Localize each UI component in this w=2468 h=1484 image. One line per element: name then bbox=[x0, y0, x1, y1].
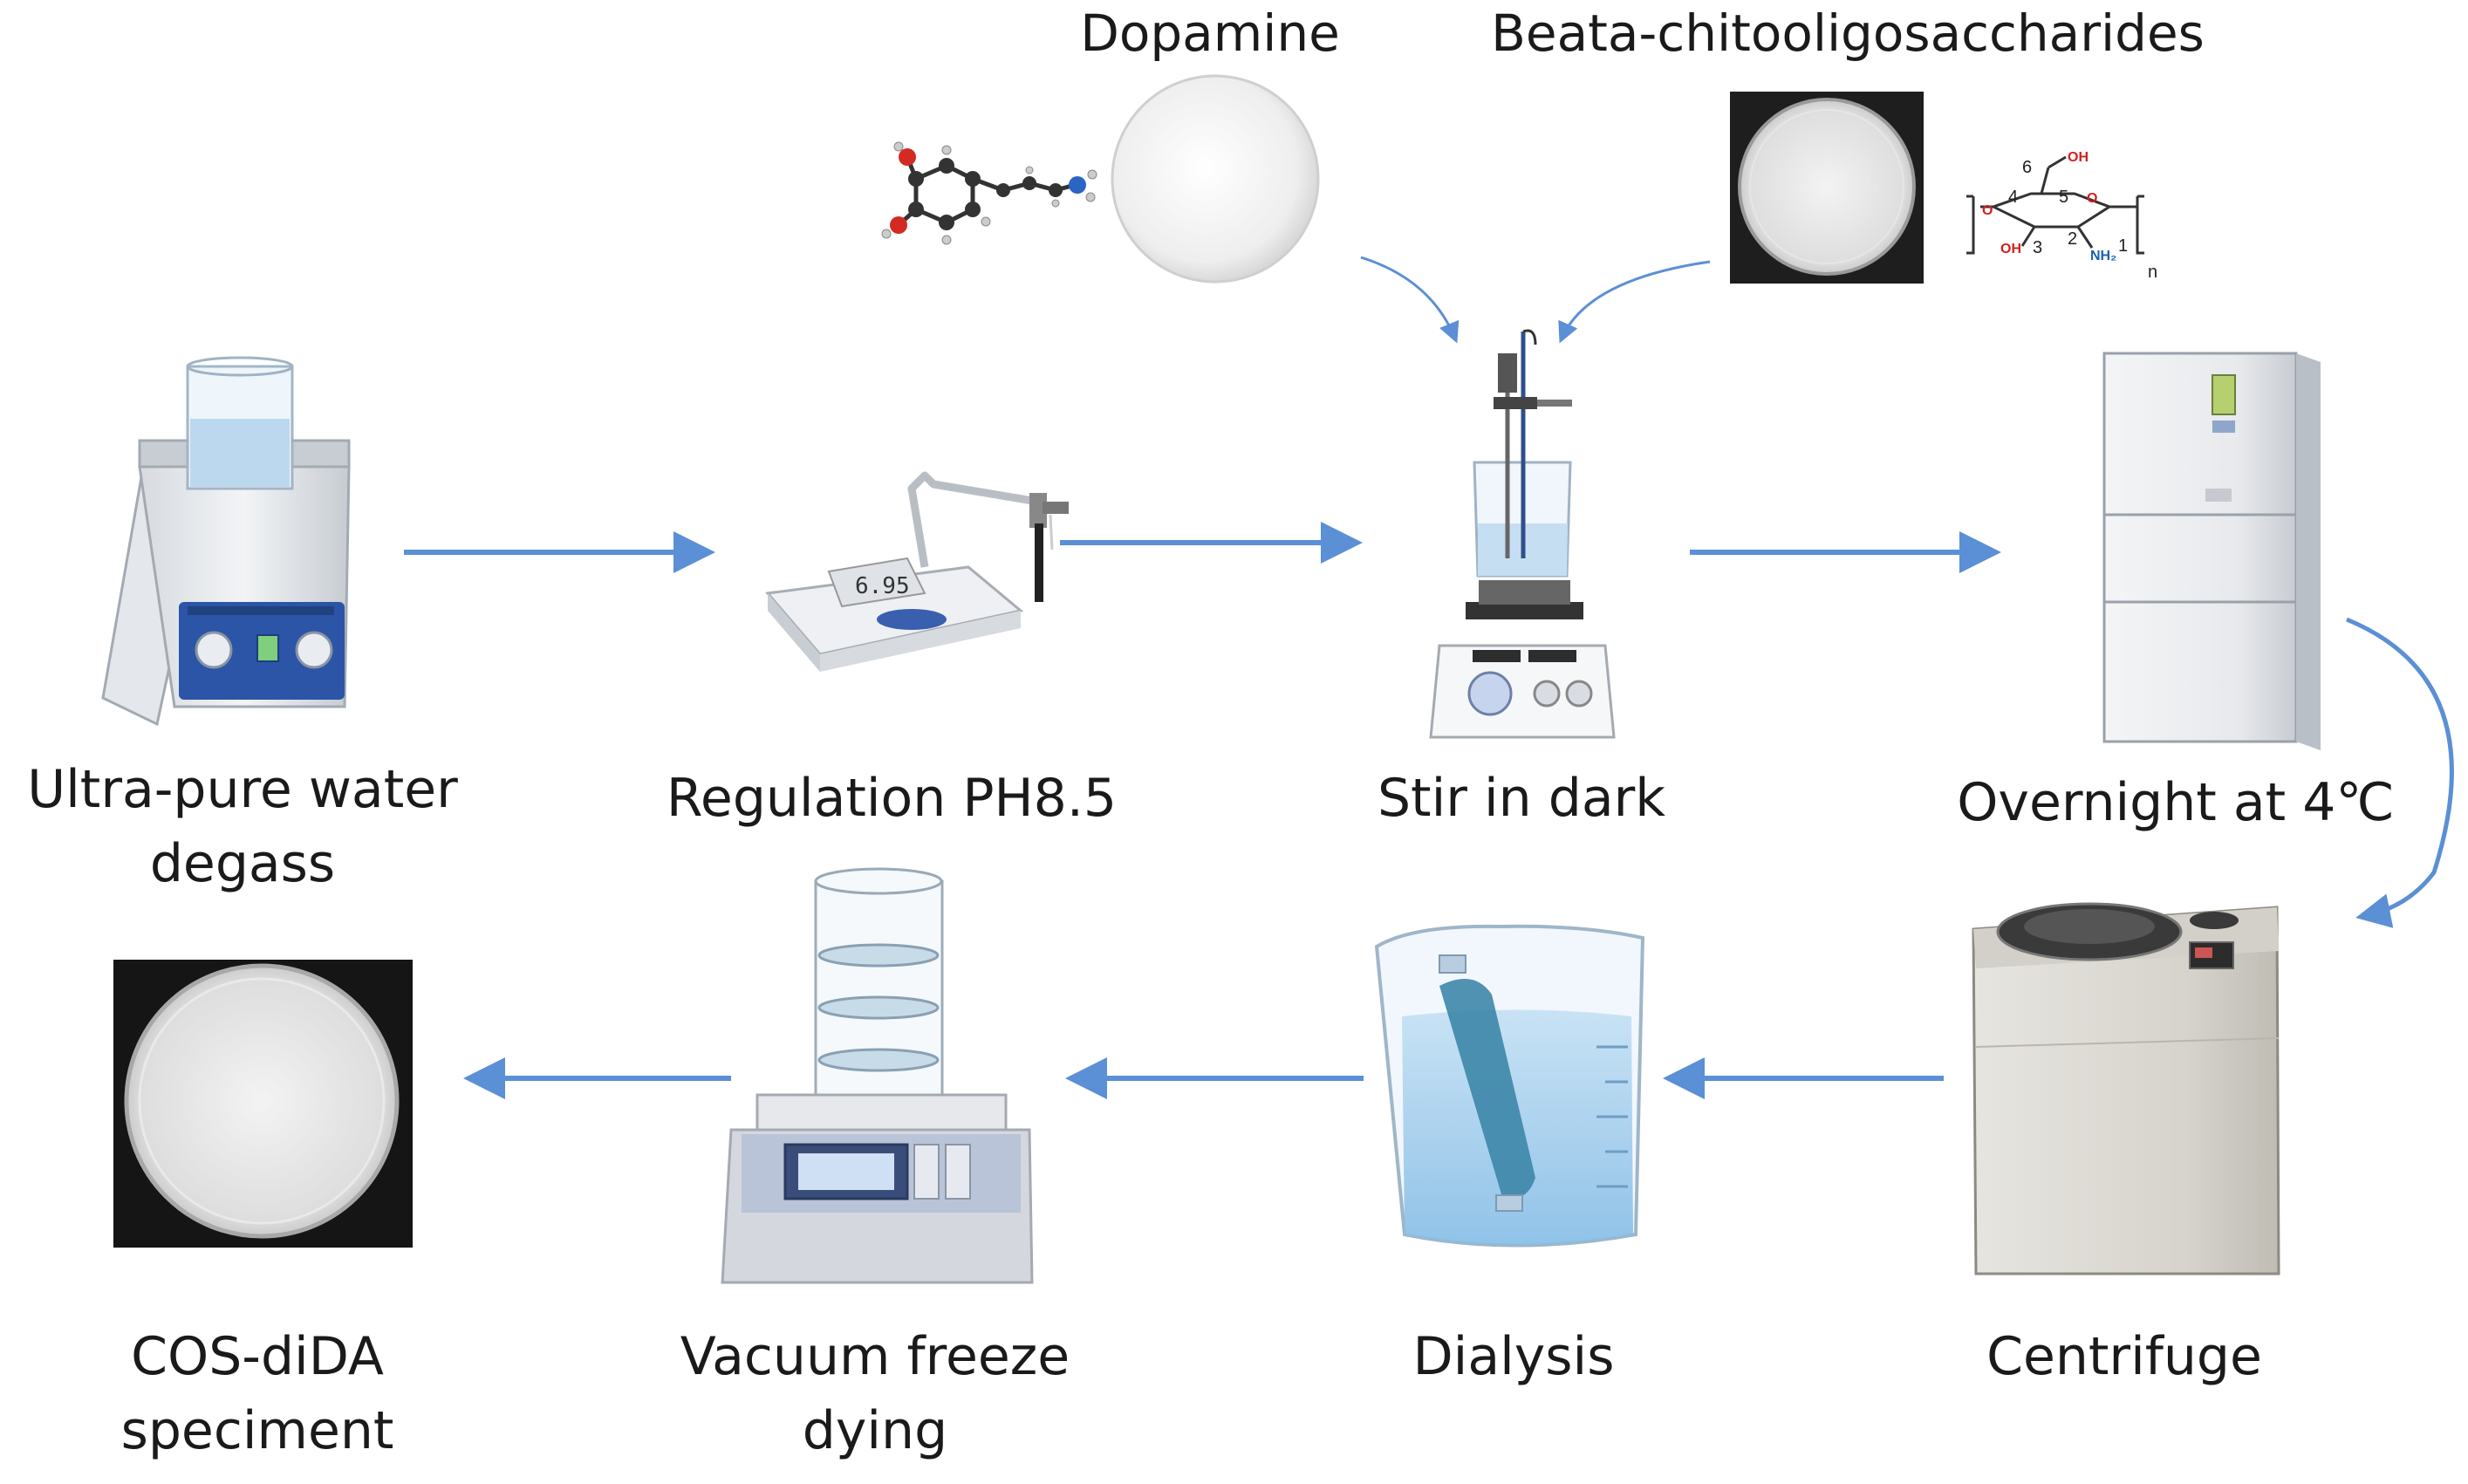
step-label-water-line2: degass bbox=[150, 833, 335, 894]
n-subscript-text: n bbox=[2148, 263, 2157, 282]
step-label-ph: Regulation PH8.5 bbox=[667, 768, 1117, 829]
dopamine-powder-image bbox=[1111, 74, 1320, 284]
c4-text: 4 bbox=[2008, 188, 2018, 207]
step-label-freeze-line1: Vacuum freeze bbox=[680, 1326, 1070, 1387]
link-o-text: O bbox=[1982, 203, 1993, 218]
dialysis-beaker-icon bbox=[1374, 924, 1645, 1248]
step-label-freeze-line2: dying bbox=[803, 1400, 947, 1461]
arrow-dopamine-to-stirrer bbox=[1360, 256, 1460, 344]
step-label-water-line1: Ultra-pure water bbox=[27, 759, 458, 820]
oh-left-text: OH bbox=[2000, 242, 2021, 256]
specimen-dish-image bbox=[113, 960, 413, 1248]
step-label-dialysis: Dialysis bbox=[1412, 1326, 1614, 1387]
ultrasonic-bath-icon bbox=[101, 356, 351, 727]
arrow-cos-to-stirrer bbox=[1558, 260, 1711, 344]
c1-text: 1 bbox=[2118, 236, 2128, 256]
magnetic-stirrer-icon bbox=[1429, 329, 1616, 739]
freeze-dryer-icon bbox=[721, 867, 1034, 1284]
ph-display-text: 6.95 bbox=[855, 573, 910, 599]
c5-text: 5 bbox=[2059, 188, 2068, 207]
arrow-fridge-to-centrifuge bbox=[2346, 617, 2454, 928]
c3-text: 3 bbox=[2033, 238, 2042, 257]
c6-text: 6 bbox=[2022, 158, 2032, 177]
step-label-specimen-line1: COS-diDA bbox=[131, 1326, 384, 1387]
step-label-stir: Stir in dark bbox=[1378, 768, 1665, 829]
cos-powder-dish-image bbox=[1730, 92, 1924, 284]
dopamine-label: Dopamine bbox=[1080, 3, 1340, 63]
dopamine-molecule-icon bbox=[881, 141, 1097, 245]
step-label-overnight: Overnight at 4℃ bbox=[1957, 772, 2395, 833]
nh2-text: NH₂ bbox=[2090, 249, 2116, 263]
cos-structure-icon: OH OH NH₂ O O 1 2 3 4 5 6 n bbox=[1966, 150, 2157, 282]
c2-text: 2 bbox=[2068, 229, 2077, 249]
oh-top-text: OH bbox=[2068, 150, 2089, 165]
centrifuge-icon bbox=[1972, 902, 2280, 1275]
ph-meter-icon: 6.95 bbox=[765, 471, 1069, 672]
step-label-specimen-line2: speciment bbox=[121, 1400, 394, 1461]
refrigerator-icon bbox=[2102, 352, 2321, 750]
step-label-centrifuge: Centrifuge bbox=[1986, 1326, 2262, 1387]
ring-o-text: O bbox=[2087, 191, 2097, 206]
cos-label: Beata-chitooligosaccharides bbox=[1491, 3, 2205, 63]
